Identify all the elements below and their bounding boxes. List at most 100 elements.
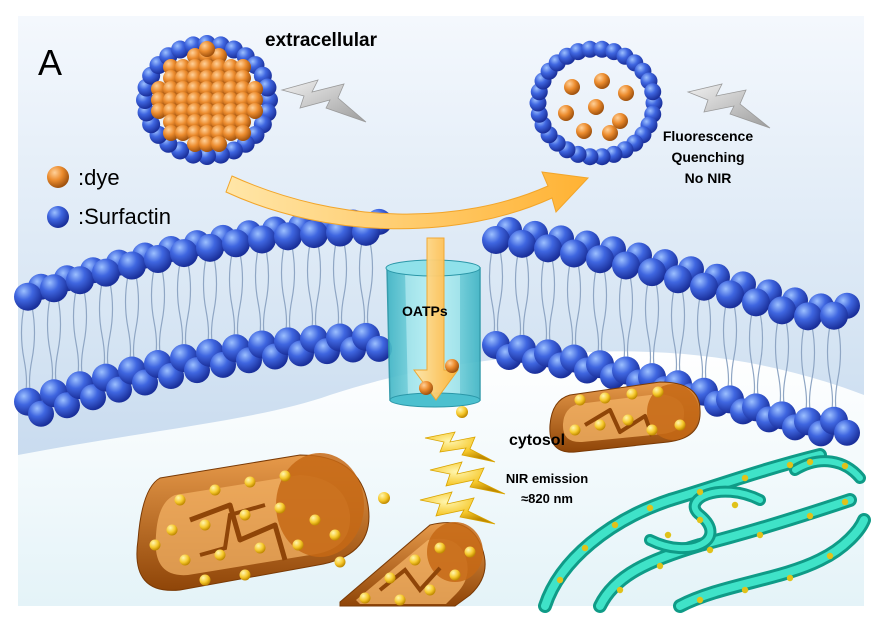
dye-sphere bbox=[211, 48, 227, 64]
lipid-head bbox=[222, 229, 250, 258]
er-dot bbox=[646, 504, 654, 512]
er-dot bbox=[696, 488, 704, 496]
dye-sphere bbox=[163, 92, 179, 108]
er-dot bbox=[556, 576, 564, 584]
dye-sphere bbox=[163, 59, 179, 75]
dye-sphere bbox=[187, 48, 203, 64]
lipid-head bbox=[742, 288, 770, 317]
dye-dot bbox=[409, 554, 421, 566]
lipid-head bbox=[248, 225, 276, 254]
lipid-head bbox=[560, 239, 588, 268]
dye-sphere bbox=[163, 81, 179, 97]
dye-sphere bbox=[223, 81, 239, 97]
lipid-head bbox=[534, 234, 562, 263]
dye-sphere bbox=[175, 59, 191, 75]
lipid-head bbox=[690, 272, 718, 301]
dye-dot bbox=[199, 519, 211, 531]
lipid-head bbox=[820, 301, 848, 330]
dye-released bbox=[378, 492, 390, 504]
legend-dye-label: :dye bbox=[78, 165, 120, 190]
er-dot bbox=[841, 462, 849, 470]
dye-dot bbox=[214, 549, 226, 561]
transfer-arrow bbox=[225, 171, 590, 230]
lipid-head bbox=[14, 282, 42, 311]
er-dot bbox=[786, 574, 794, 582]
er-dye-dots bbox=[556, 458, 849, 604]
er-dot bbox=[741, 586, 749, 594]
er-dot bbox=[841, 498, 849, 506]
dye-sphere bbox=[211, 92, 227, 108]
dye-sphere bbox=[187, 103, 203, 119]
dye-sphere bbox=[235, 59, 251, 75]
er-dot bbox=[826, 552, 834, 560]
er-dot bbox=[756, 531, 764, 539]
panel-letter: A bbox=[38, 42, 63, 83]
dye-sphere bbox=[151, 81, 167, 97]
dye-sphere bbox=[235, 125, 251, 141]
dye-dot bbox=[149, 539, 161, 551]
dye-dot bbox=[574, 394, 586, 406]
dye-sphere bbox=[199, 92, 215, 108]
quenching-line: Quenching bbox=[671, 149, 745, 165]
dye-sphere bbox=[211, 136, 227, 152]
dye-sphere bbox=[199, 125, 215, 141]
dye-sphere bbox=[247, 81, 263, 97]
lipid-head bbox=[118, 251, 146, 280]
dye-sphere bbox=[199, 114, 215, 130]
dye-sphere bbox=[247, 92, 263, 108]
dye-dot bbox=[594, 419, 606, 431]
nir-emission-line: NIR emission bbox=[505, 471, 589, 486]
nir-emission-label: NIR emission ≈820 nm bbox=[492, 469, 602, 509]
er-dot bbox=[786, 461, 794, 469]
lipid-head bbox=[586, 245, 614, 274]
er-dot bbox=[731, 501, 739, 509]
lipid-head bbox=[40, 274, 68, 303]
dye-sphere bbox=[163, 103, 179, 119]
extracellular-label: extracellular bbox=[265, 30, 377, 51]
dye-dot bbox=[199, 574, 211, 586]
dye-in-channel bbox=[419, 381, 433, 395]
legend-dye-sphere bbox=[47, 166, 69, 188]
fluorescence-line: Fluorescence bbox=[662, 128, 754, 144]
accumulated-dye bbox=[149, 386, 686, 606]
surfactin-sphere bbox=[644, 83, 662, 101]
dye-sphere bbox=[223, 114, 239, 130]
lipid-head bbox=[834, 419, 860, 446]
dye-sphere bbox=[151, 92, 167, 108]
er-dot bbox=[616, 586, 624, 594]
dye-sphere bbox=[199, 136, 215, 152]
dye-sphere bbox=[576, 123, 592, 139]
er-dot bbox=[806, 512, 814, 520]
lipid-head bbox=[794, 302, 822, 331]
lipid-head bbox=[664, 265, 692, 294]
dye-sphere bbox=[187, 70, 203, 86]
dye-sphere bbox=[588, 99, 604, 115]
dye-sphere bbox=[211, 114, 227, 130]
lipid-head bbox=[144, 245, 172, 274]
dye-dot bbox=[626, 388, 638, 400]
dye-sphere bbox=[612, 113, 628, 129]
dye-sphere bbox=[594, 73, 610, 89]
lipid-head bbox=[508, 229, 536, 258]
dye-sphere bbox=[175, 92, 191, 108]
dissociated-micelle bbox=[529, 40, 663, 166]
dye-dot bbox=[599, 392, 611, 404]
dye-dot bbox=[292, 539, 304, 551]
dye-sphere bbox=[235, 103, 251, 119]
legend-surfactin-label: :Surfactin bbox=[78, 204, 171, 229]
fluorescence-quenching-label: Fluorescence Quenching No NIR bbox=[648, 126, 768, 189]
dye-sphere bbox=[564, 79, 580, 95]
dye-sphere bbox=[163, 70, 179, 86]
dye-sphere bbox=[211, 70, 227, 86]
oatps-label: OATPs bbox=[402, 303, 448, 319]
dye-dot bbox=[274, 502, 286, 514]
dye-sphere bbox=[175, 114, 191, 130]
dye-sphere bbox=[175, 70, 191, 86]
dye-sphere bbox=[151, 103, 167, 119]
dye-sphere bbox=[211, 125, 227, 141]
dye-dot bbox=[674, 419, 686, 431]
dye-dot bbox=[424, 584, 436, 596]
dye-sphere bbox=[223, 59, 239, 75]
uptake-arrow bbox=[413, 237, 459, 401]
